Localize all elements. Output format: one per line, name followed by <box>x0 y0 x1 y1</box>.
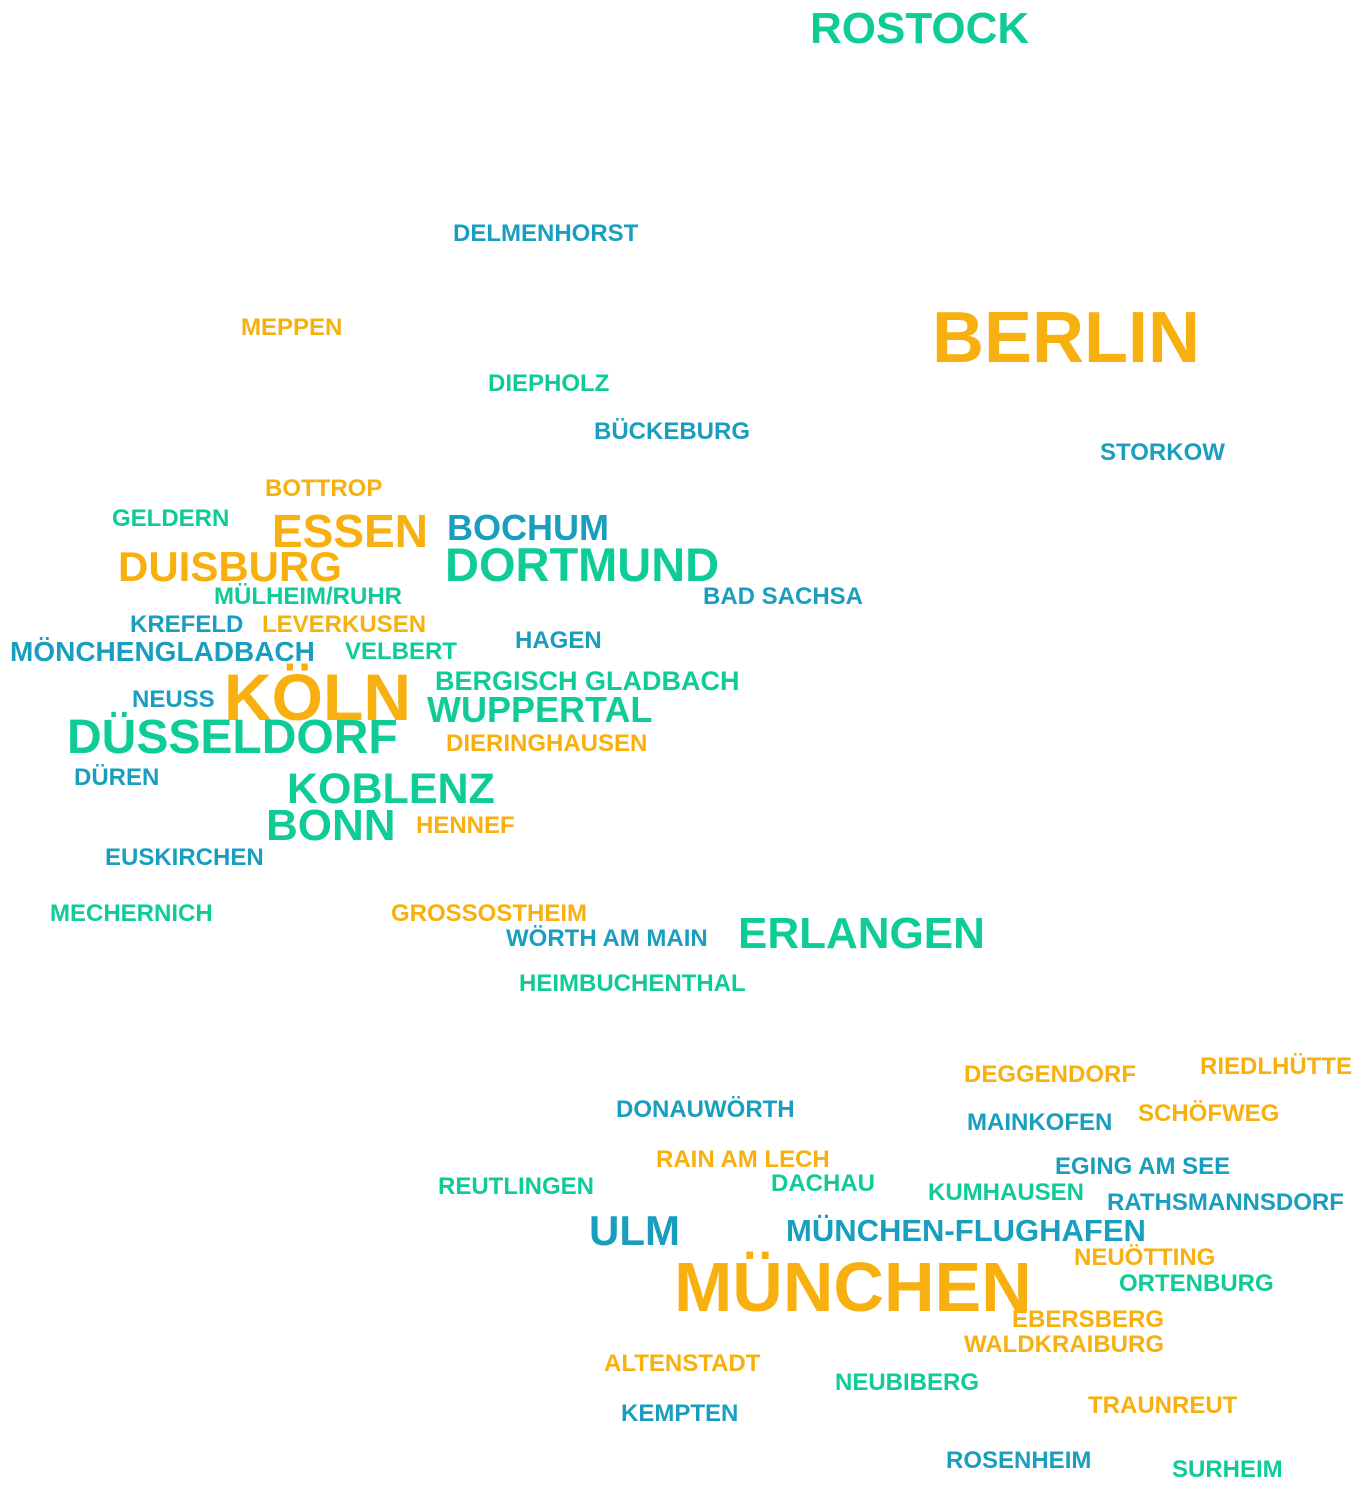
city-bochum: BOCHUM <box>447 507 609 548</box>
city-dueren: DÜREN <box>74 764 160 791</box>
city-neuss: NEUSS <box>132 686 215 713</box>
city-koeln: KÖLN <box>224 660 411 734</box>
city-krefeld: KREFELD <box>130 611 244 638</box>
city-delmenhorst: DELMENHORST <box>453 220 639 247</box>
city-dortmund: DORTMUND <box>445 538 720 591</box>
city-riedlhuette: RIEDLHÜTTE <box>1200 1053 1352 1080</box>
city-rostock: ROSTOCK <box>810 4 1030 53</box>
city-woerth-am-main: WÖRTH AM MAIN <box>506 925 708 952</box>
city-geldern: GELDERN <box>112 505 230 532</box>
city-neuoetting: NEUÖTTING <box>1074 1244 1216 1271</box>
city-berlin: BERLIN <box>932 298 1200 378</box>
city-bad-sachsa: BAD SACHSA <box>703 583 864 610</box>
city-hennef: HENNEF <box>416 812 515 839</box>
city-waldkraiburg: WALDKRAIBURG <box>964 1331 1164 1358</box>
city-neubiberg: NEUBIBERG <box>835 1369 980 1396</box>
city-bueckeburg: BÜCKEBURG <box>594 418 750 445</box>
city-surheim: SURHEIM <box>1172 1456 1283 1483</box>
city-heimbuchenthal: HEIMBUCHENTHAL <box>519 970 746 997</box>
city-bergisch-gladbach: BERGISCH GLADBACH <box>435 666 740 696</box>
city-donauwoerth: DONAUWÖRTH <box>616 1096 795 1123</box>
city-leverkusen: LEVERKUSEN <box>262 611 427 638</box>
city-kumhausen: KUMHAUSEN <box>928 1179 1084 1206</box>
city-eging-am-see: EGING AM SEE <box>1055 1153 1231 1180</box>
city-ebersberg: EBERSBERG <box>1012 1306 1165 1333</box>
city-duesseldorf: DÜSSELDORF <box>67 711 398 764</box>
city-traunreut: TRAUNREUT <box>1088 1392 1238 1419</box>
city-altenstadt: ALTENSTADT <box>604 1350 761 1377</box>
city-ulm: ULM <box>589 1207 680 1254</box>
city-reutlingen: REUTLINGEN <box>438 1173 594 1200</box>
city-velbert: VELBERT <box>345 638 458 665</box>
city-koblenz: KOBLENZ <box>287 765 495 813</box>
city-diepholz: DIEPHOLZ <box>488 370 610 397</box>
city-dieringhausen: DIERINGHAUSEN <box>446 730 648 757</box>
city-rathsmannsdorf: RATHSMANNSDORF <box>1107 1189 1344 1216</box>
city-bottrop: BOTTROP <box>265 475 383 502</box>
city-euskirchen: EUSKIRCHEN <box>105 844 264 871</box>
city-mainkofen: MAINKOFEN <box>967 1109 1113 1136</box>
city-bonn: BONN <box>266 801 396 850</box>
city-erlangen: ERLANGEN <box>738 909 985 958</box>
city-meppen: MEPPEN <box>241 314 343 341</box>
city-rain-am-lech: RAIN AM LECH <box>656 1146 830 1173</box>
city-essen: ESSEN <box>272 505 428 557</box>
city-wuppertal: WUPPERTAL <box>427 689 653 730</box>
city-rosenheim: ROSENHEIM <box>946 1447 1092 1474</box>
city-storkow: STORKOW <box>1100 439 1225 466</box>
city-muenchen-flughafen: MÜNCHEN-FLUGHAFEN <box>786 1213 1146 1248</box>
city-muelheim-ruhr: MÜLHEIM/RUHR <box>214 583 402 610</box>
city-dachau: DACHAU <box>771 1170 875 1197</box>
city-grossostheim: GROSSOSTHEIM <box>391 900 588 927</box>
city-deggendorf: DEGGENDORF <box>964 1061 1137 1088</box>
city-mechernich: MECHERNICH <box>50 900 213 927</box>
city-hagen: HAGEN <box>515 627 602 654</box>
city-kempten: KEMPTEN <box>621 1400 739 1427</box>
city-schoefweg: SCHÖFWEG <box>1138 1100 1280 1127</box>
city-moenchengladbach: MÖNCHENGLADBACH <box>10 636 315 667</box>
city-duisburg: DUISBURG <box>118 543 343 590</box>
city-ortenburg: ORTENBURG <box>1119 1270 1274 1297</box>
city-muenchen: MÜNCHEN <box>674 1248 1032 1326</box>
